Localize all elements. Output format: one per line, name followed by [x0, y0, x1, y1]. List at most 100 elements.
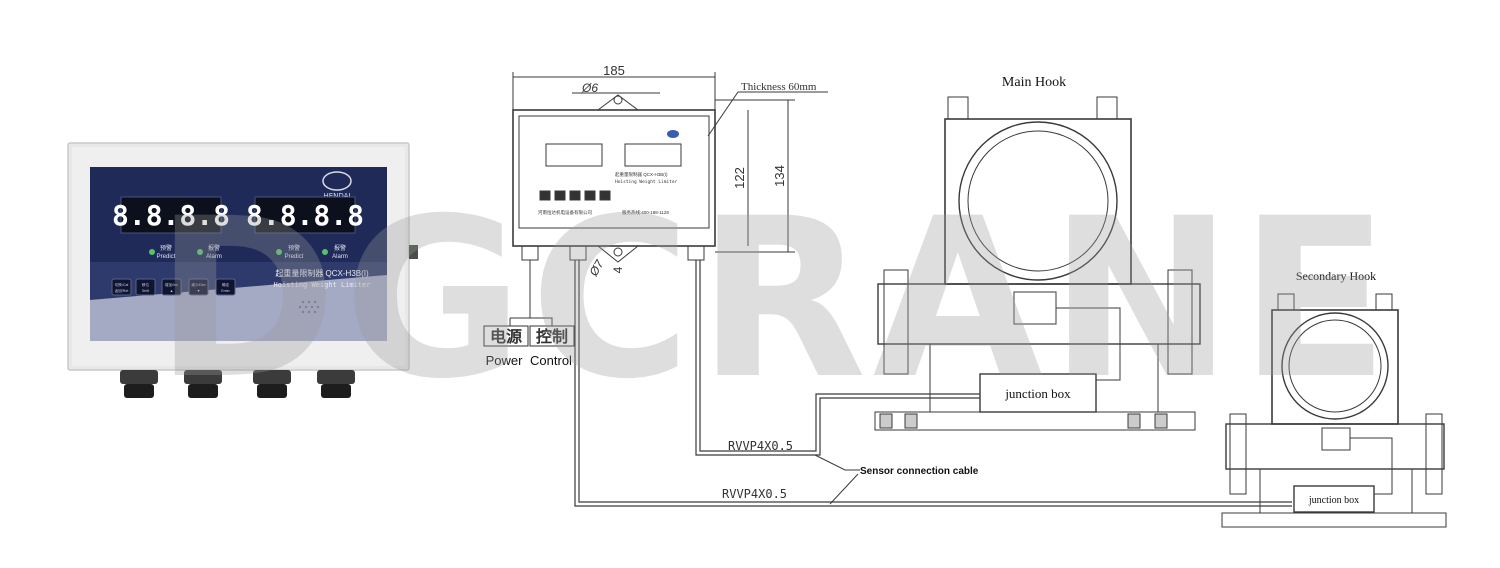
- cable-gland-nut: [321, 384, 351, 398]
- drawing-logo-icon: [667, 130, 679, 138]
- cable-gland-nut: [124, 384, 154, 398]
- beam-bolt-right: [1425, 413, 1443, 495]
- led-label-en: Alarm: [332, 254, 348, 260]
- bolt-head: [1096, 96, 1118, 120]
- controller-outline: [512, 109, 716, 247]
- drawing-display-right: [624, 143, 682, 167]
- junction-box-main: [979, 373, 1097, 413]
- cable-lower-shield: [578, 260, 1292, 503]
- drawing-labels: 185 Ø6 Ø7 4 122 134 Thickness 60mm 起重量限制…: [483, 63, 1376, 506]
- display-right-digits: 8.8.8.8: [246, 199, 364, 232]
- beam-bolt-right: [1167, 269, 1193, 375]
- power-label-cn: 电源: [490, 327, 522, 346]
- dim-inner-height-label: 122: [732, 167, 747, 189]
- secondary-hook-beam: [1225, 423, 1445, 470]
- drawing-gland: [569, 245, 587, 261]
- keypad-button-top: 切换/Cal: [115, 282, 129, 287]
- led-indicator: [149, 249, 155, 255]
- dim-offset-label: 4: [611, 266, 625, 273]
- cable-lower: [574, 260, 1292, 507]
- cable-upper-shield: [699, 260, 980, 452]
- power-control-bracket: [509, 317, 553, 326]
- keypad-button-top: 增加/Inc: [165, 282, 178, 287]
- control-label-cn: 控制: [536, 327, 568, 346]
- speaker-grille-icon: [298, 300, 320, 314]
- led-indicator: [276, 249, 282, 255]
- power-label-box: [483, 325, 529, 347]
- bolt-head: [947, 96, 969, 120]
- hatch: [1154, 413, 1168, 429]
- keypad-button[interactable]: [111, 278, 132, 296]
- keypad-button[interactable]: [161, 278, 182, 296]
- beam-bolt-left: [883, 269, 909, 375]
- main-sensor-wire: [1056, 307, 1121, 381]
- keypad-button-top: 移位: [142, 282, 150, 287]
- led-label-cn: 预警: [288, 244, 300, 252]
- keypad-button[interactable]: [135, 278, 156, 296]
- cable-lower-label: RVVP4X0.5: [722, 487, 787, 501]
- led-label-cn: 报警: [334, 244, 346, 252]
- beam-bolt-left: [1229, 413, 1247, 495]
- led-label-en: Predict: [157, 254, 176, 260]
- drawing-panel-title-cn: 起重量限制器 QCX-H3B(I): [615, 171, 668, 178]
- led-indicator: [197, 249, 203, 255]
- mounting-hole: [613, 95, 623, 105]
- thickness-leader: [707, 91, 828, 137]
- keypad-button-bottom: ▼: [197, 289, 201, 293]
- display-left-digits: 8.8.8.8: [112, 199, 230, 232]
- photo-title-en: Hoisting Weight Limiter: [274, 281, 371, 289]
- controller-face: [518, 115, 710, 229]
- junction-box-secondary: [1293, 485, 1375, 513]
- secondary-sensor-wire: [1350, 437, 1393, 495]
- mounting-tab: [597, 94, 639, 111]
- keypad-button[interactable]: [188, 278, 209, 296]
- dim-outer-height-label: 134: [772, 165, 787, 187]
- keypad-button-top: 确定: [222, 282, 230, 287]
- led-label-cn: 报警: [208, 244, 220, 252]
- sensor-cable-leader: [829, 473, 859, 505]
- junction-box-main-label: junction box: [1004, 386, 1071, 401]
- cable-upper: [695, 260, 980, 456]
- led-indicator: [322, 249, 328, 255]
- bottom-mounting-hole: [613, 247, 623, 257]
- control-label-box: [529, 325, 575, 347]
- side-connector: [409, 245, 418, 259]
- dim-width-label: 185: [603, 63, 625, 78]
- cable-gland: [253, 370, 291, 384]
- sensor-cable-leader: [814, 454, 860, 471]
- main-hook-sheave-inner: [967, 130, 1109, 272]
- secondary-hook-base: [1221, 512, 1447, 528]
- technical-drawing: [509, 72, 1447, 528]
- photo-title-cn: 起重量限制器 QCX-H3B(I): [275, 268, 369, 278]
- secondary-hook-sheave-inner: [1288, 319, 1382, 413]
- main-hook: [874, 96, 1201, 431]
- control-label-en: Control: [530, 353, 572, 368]
- keypad-button-bottom: ▲: [170, 289, 174, 293]
- display-left: [120, 196, 222, 234]
- drawing-panel-title-en: Hoisting Weight Limiter: [615, 179, 678, 185]
- drawing-display-left: [545, 143, 603, 167]
- keypad-button[interactable]: [215, 278, 236, 296]
- power-label-en: Power: [486, 353, 524, 368]
- thickness-note: Thickness 60mm: [741, 81, 817, 93]
- cable-gland: [317, 370, 355, 384]
- bottom-mounting-tab: [597, 245, 639, 263]
- panel-reflection: [90, 275, 387, 341]
- keypad-button-bottom: Shift: [142, 289, 149, 293]
- keypad-button-bottom: 返回/Ret: [115, 288, 129, 293]
- sensor-cable-label: Sensor connection cable: [860, 466, 979, 477]
- hatch: [879, 413, 893, 429]
- drawing-keypad: [539, 190, 611, 201]
- cable-gland: [120, 370, 158, 384]
- secondary-hook: [1221, 293, 1447, 528]
- cable-upper-label: RVVP4X0.5: [728, 439, 793, 453]
- led-label-en: Alarm: [206, 254, 222, 260]
- led-label-cn: 预警: [160, 244, 172, 252]
- hatch: [904, 413, 918, 429]
- hatch: [1127, 413, 1141, 429]
- cable-gland: [184, 370, 222, 384]
- keypad: 切换/Cal 返回/Ret 移位 Shift 增加/Inc ▲ 减少/Dec ▼…: [111, 278, 236, 296]
- secondary-sensor-block: [1321, 427, 1351, 451]
- brand-logo-icon: [322, 171, 352, 191]
- display-right: [254, 196, 356, 234]
